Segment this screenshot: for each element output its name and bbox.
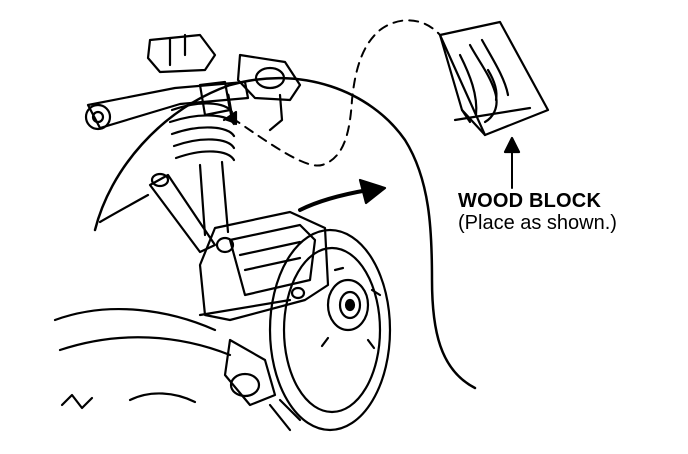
upper-mount	[236, 53, 302, 132]
lower-arm	[53, 307, 302, 432]
upper-control-arm	[84, 33, 250, 131]
placement-dashed-line	[231, 19, 441, 167]
brake-rotor	[268, 228, 392, 432]
wheel-well-outline	[93, 76, 477, 390]
wood-block-illustration	[438, 20, 550, 137]
knuckle-and-caliper	[198, 210, 330, 322]
placement-note: (Place as shown.)	[458, 212, 617, 234]
wood-block-label: WOOD BLOCK	[458, 190, 602, 212]
strut-assembly	[168, 80, 238, 237]
pointer-arrow	[503, 136, 521, 189]
direction-arrow	[298, 178, 387, 212]
stabilizer-link	[98, 172, 217, 254]
